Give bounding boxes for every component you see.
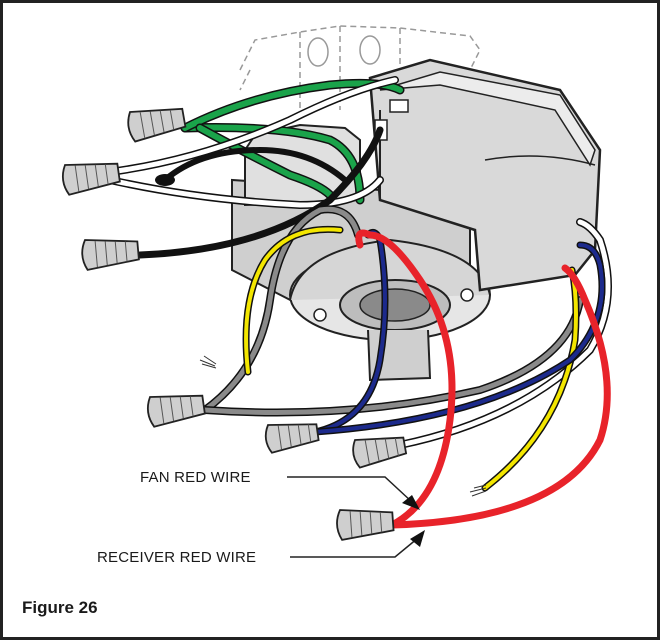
gray-wire <box>201 205 584 417</box>
wire-nut-icon <box>127 107 187 143</box>
wire-nut-icon <box>264 423 320 454</box>
wire-nut-icon <box>81 239 140 271</box>
arrow-icon <box>410 530 425 547</box>
red-wire <box>355 229 611 529</box>
arrow-icon <box>402 495 420 510</box>
receiver-red-wire-leader <box>290 530 425 558</box>
wire-nut-icon <box>352 436 408 469</box>
wire-nut-icon <box>336 509 395 541</box>
figure-caption: Figure 26 <box>22 598 98 617</box>
wire-nuts <box>61 107 408 541</box>
stripped-wire-end <box>199 355 487 497</box>
receiver-red-wire-label: RECEIVER RED WIRE <box>97 549 256 566</box>
wires <box>106 76 612 529</box>
wire-nut-icon <box>146 394 206 428</box>
wire-nut-icon <box>61 162 121 196</box>
fan-red-wire-leader <box>287 476 420 510</box>
fan-red-wire-label: FAN RED WIRE <box>140 469 251 486</box>
